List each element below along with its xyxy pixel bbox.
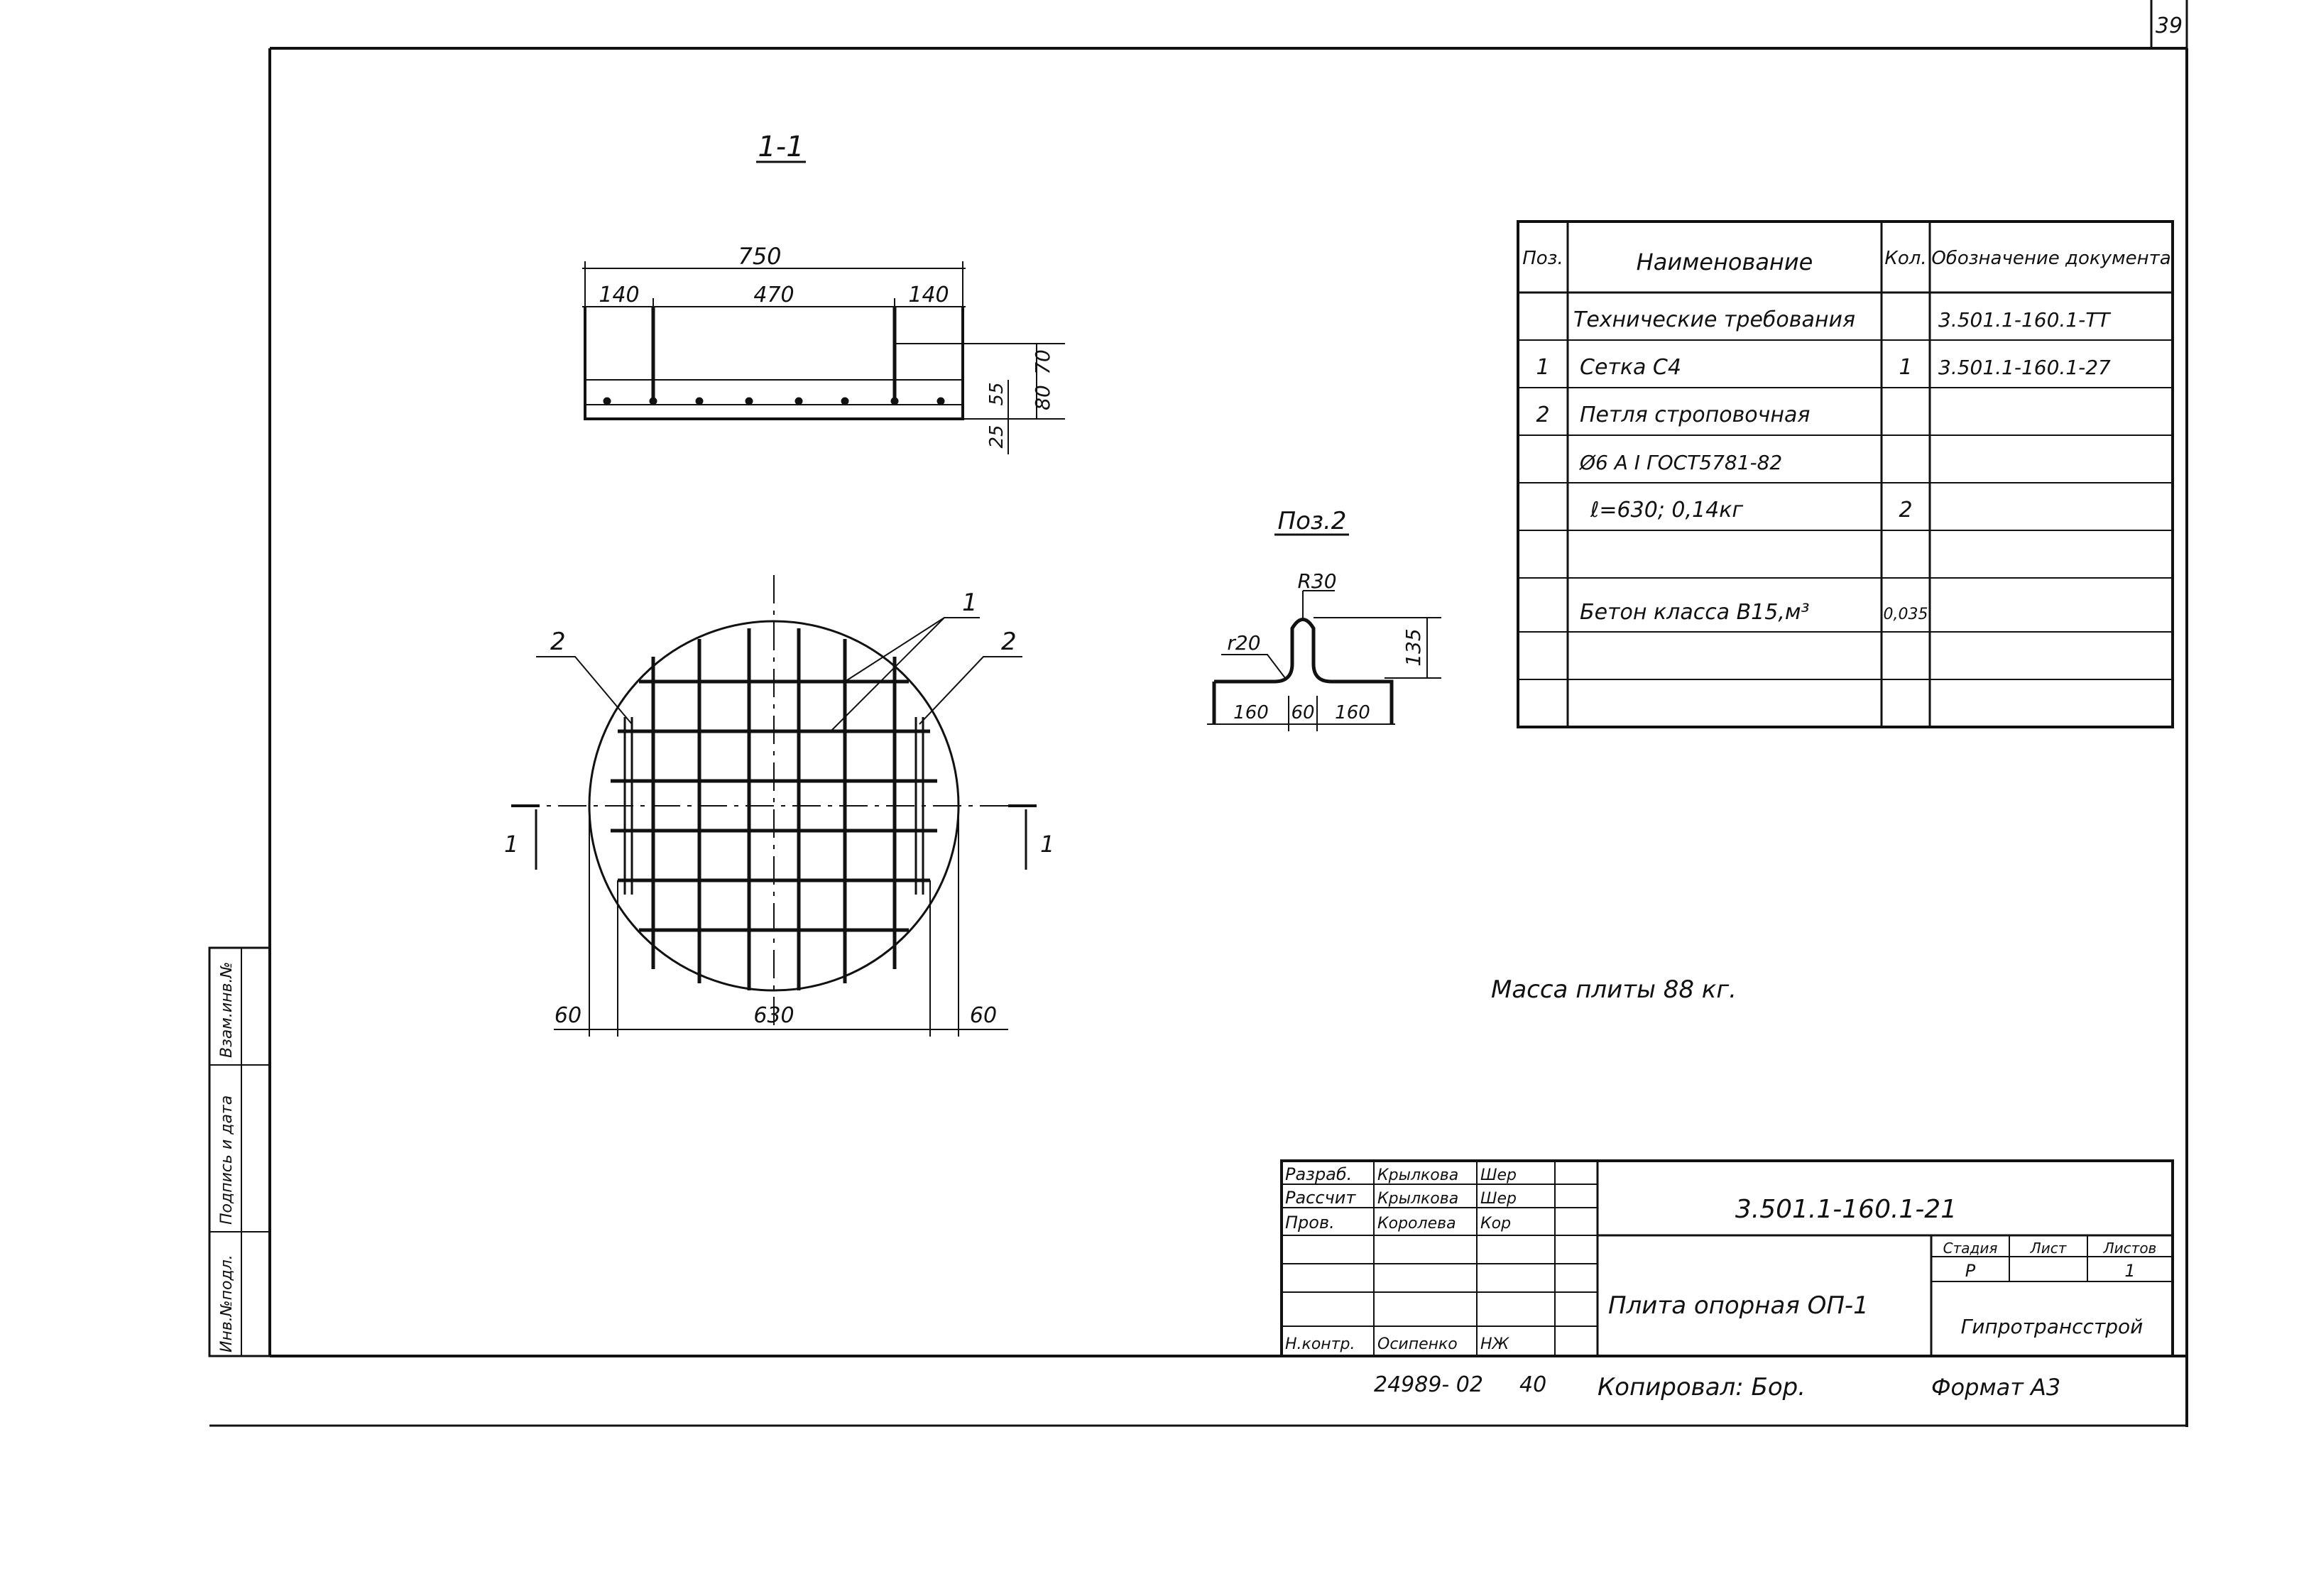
section-dim-h4: 25 [986, 425, 1007, 448]
plan-leader-right: 2 [1001, 628, 1017, 656]
section-title: 1-1 [758, 131, 804, 163]
spec-row-name: Ø6 А I ГОСТ5781-82 [1579, 451, 1782, 474]
tb-stage: Р [1965, 1261, 1976, 1281]
tb-signature: Шер [1480, 1190, 1517, 1208]
spec-row-name: Петля строповочная [1580, 403, 1810, 427]
spec-row-name: Технические требования [1573, 307, 1855, 332]
tb-code: 3.501.1-160.1-21 [1735, 1195, 1957, 1224]
spec-row-doc: 3.501.1-160.1-27 [1938, 356, 2111, 379]
spec-row-qty: 2 [1899, 498, 1912, 523]
spec-row-pos: 1 [1536, 355, 1549, 380]
spec-header-pos: Поз. [1522, 248, 1563, 269]
tb-signature: Шер [1480, 1166, 1517, 1184]
section-dim-h1: 70 [1031, 349, 1054, 375]
plan-cut-right: 1 [1040, 831, 1054, 858]
tb-sheet-label: Лист [2030, 1240, 2068, 1257]
sheet-format: Формат А3 [1931, 1374, 2060, 1401]
spec-row-qty: 0,035 [1884, 606, 1928, 623]
tb-role: Н.контр. [1285, 1335, 1355, 1353]
plan-view: 2 1 2 1 1 60 630 60 [504, 575, 1054, 1037]
spec-row-name: Сетка С4 [1580, 355, 1681, 380]
side-stamp-replace: Взам.инв.№ [218, 962, 236, 1058]
spec-row-qty: 1 [1899, 355, 1912, 380]
tb-role: Рассчит [1285, 1188, 1356, 1208]
mass-note: Масса плиты 88 кг. [1491, 975, 1737, 1004]
spec-header-name: Наименование [1637, 248, 1813, 275]
section-dim-h2: 80 [1031, 385, 1054, 410]
section-dim-right: 140 [908, 283, 949, 307]
loop-dim-left: 160 [1233, 702, 1269, 723]
loop-dim-right: 160 [1335, 702, 1370, 723]
tb-signature: НЖ [1480, 1335, 1510, 1353]
section-dim-h3: 55 [986, 382, 1007, 405]
inventory-page: 40 [1519, 1372, 1546, 1397]
spec-row-name: ℓ=630; 0,14кг [1590, 498, 1743, 523]
tb-sheets-label: Листов [2103, 1240, 2157, 1257]
spec-header-qty: Кол. [1884, 248, 1926, 269]
side-stamp-inv: Инв.№подл. [218, 1255, 236, 1352]
side-stamp-signature: Подпись и дата [218, 1095, 236, 1225]
side-stamp: Инв.№подл. Подпись и дата Взам.инв.№ [208, 946, 271, 1357]
spec-row-pos: 2 [1536, 403, 1549, 427]
loop-radius: R30 [1297, 569, 1336, 593]
loop-detail: Поз.2 R30 r20 135 160 60 160 [1207, 507, 1441, 731]
tb-role: Пров. [1285, 1213, 1335, 1232]
plan-cut-left: 1 [504, 831, 518, 858]
plan-leader-left: 2 [550, 628, 566, 656]
title-block: Разраб. Крылкова Шер Рассчит Крылкова Ше… [1280, 1159, 2174, 1357]
loop-dim-middle: 60 [1291, 702, 1314, 723]
tb-signature: Кор [1480, 1215, 1511, 1232]
inventory-number: 24989- 02 [1374, 1372, 1483, 1397]
spec-header-doc: Обозначение документа [1931, 248, 2170, 269]
loop-detail-title: Поз.2 [1278, 507, 1347, 535]
loop-r-left: r20 [1227, 631, 1260, 655]
page-number: 39 [2156, 13, 2183, 38]
tb-role: Разраб. [1285, 1164, 1352, 1184]
loop-height: 135 [1402, 628, 1425, 666]
spec-row-name: Бетон класса В15,м³ [1580, 600, 1810, 625]
tb-name: Плита опорная ОП-1 [1608, 1291, 1869, 1320]
section-dim-middle: 470 [753, 283, 794, 307]
tb-person: Крылкова [1377, 1166, 1458, 1184]
tb-person: Осипенко [1377, 1335, 1458, 1353]
tb-person: Королева [1377, 1215, 1456, 1232]
specification-table: Поз. Наименование Кол. Обозначение докум… [1517, 220, 2174, 728]
section-dim-left: 140 [599, 283, 639, 307]
tb-organization: Гипротрансстрой [1961, 1315, 2144, 1338]
plan-dim-left: 60 [555, 1003, 581, 1028]
plan-leader-top: 1 [962, 589, 978, 617]
copied-by: Копировал: Бор. [1598, 1373, 1806, 1401]
plan-dim-middle: 630 [753, 1003, 794, 1028]
tb-sheets: 1 [2124, 1261, 2135, 1281]
section-view: 1-1 750 140 470 140 70 80 55 25 [582, 131, 1065, 454]
plan-dim-right: 60 [970, 1003, 997, 1028]
tb-person: Крылкова [1377, 1190, 1458, 1208]
spec-row-doc: 3.501.1-160.1-ТТ [1938, 308, 2111, 332]
section-dim-total: 750 [738, 243, 781, 270]
tb-stage-label: Стадия [1943, 1240, 1998, 1257]
